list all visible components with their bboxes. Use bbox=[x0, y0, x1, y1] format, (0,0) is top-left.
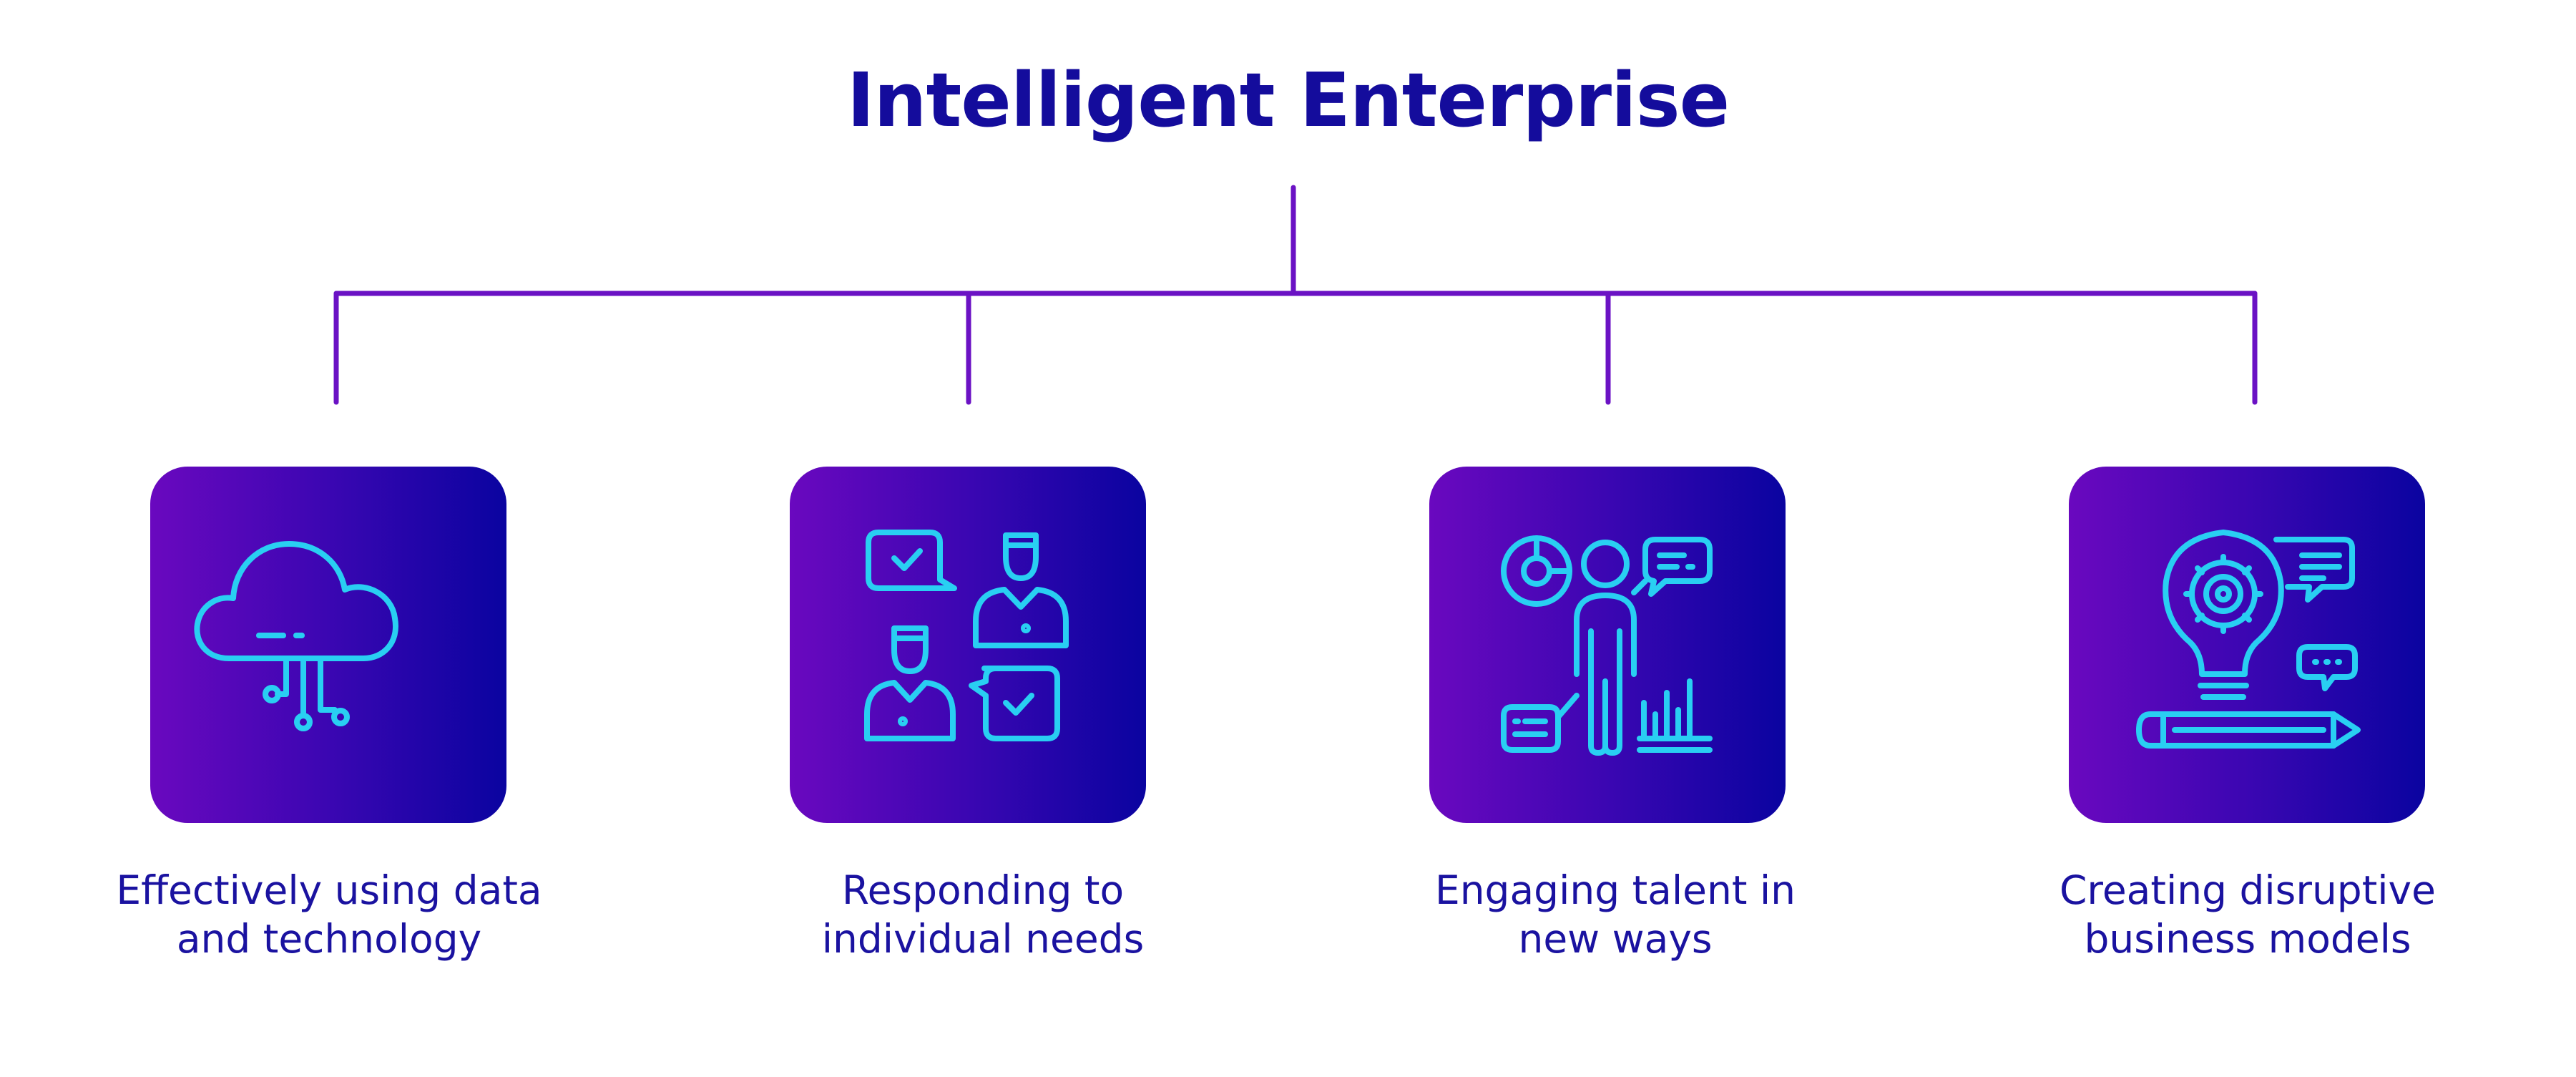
label-individual-needs: Responding to individual needs bbox=[821, 867, 1145, 962]
card-individual-needs bbox=[790, 467, 1146, 823]
label-disruptive-models: Creating disruptive business models bbox=[2060, 867, 2436, 962]
people-chat-icon bbox=[864, 530, 1069, 741]
diagram-title: Intelligent Enterprise bbox=[846, 57, 1730, 144]
lightbulb-gear-icon bbox=[2136, 530, 2361, 749]
card-disruptive-models bbox=[2069, 467, 2425, 823]
label-engaging-talent: Engaging talent in new ways bbox=[1434, 867, 1796, 962]
card-data-technology bbox=[150, 467, 506, 823]
person-analytics-icon bbox=[1501, 535, 1713, 756]
label-data-technology: Effectively using data and technology bbox=[116, 867, 542, 962]
cloud-network-icon bbox=[194, 541, 398, 731]
card-engaging-talent bbox=[1429, 467, 1786, 823]
